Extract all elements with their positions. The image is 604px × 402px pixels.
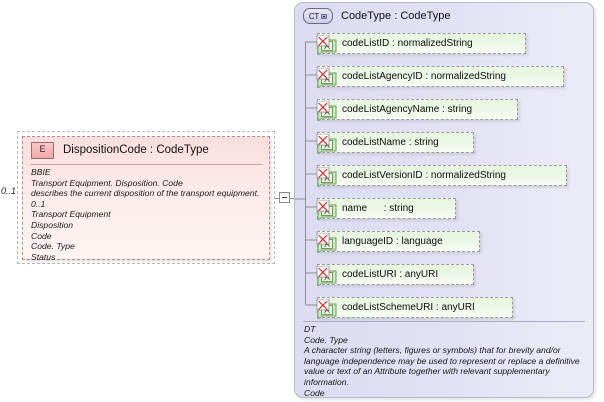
documentation-divider xyxy=(303,321,585,322)
element-box-dispositioncode[interactable]: E DispositionCode : CodeType BBIE Transp… xyxy=(22,136,270,262)
connector-line-left xyxy=(275,197,279,199)
attribute-optional-icon: A xyxy=(316,266,337,286)
element-divider xyxy=(30,164,262,165)
attribute-label: name : string xyxy=(342,203,414,214)
svg-text:A: A xyxy=(324,207,330,216)
attribute-label: codeListAgencyName : string xyxy=(342,104,473,115)
attribute-label: codeListAgencyID : normalizedString xyxy=(342,71,506,82)
svg-text:A: A xyxy=(324,141,330,150)
attribute-optional-icon: A xyxy=(316,35,337,55)
svg-text:A: A xyxy=(324,108,330,117)
attribute-optional-icon: A xyxy=(316,134,337,154)
svg-text:A: A xyxy=(324,42,330,51)
attribute-optional-icon: A xyxy=(316,200,337,220)
svg-text:A: A xyxy=(324,174,330,183)
attribute-optional-icon: A xyxy=(316,167,337,187)
attribute-label: codeListURI : anyURI xyxy=(342,269,439,280)
svg-text:A: A xyxy=(324,240,330,249)
attribute-label: languageID : language xyxy=(342,236,443,247)
attribute-label: codeListID : normalizedString xyxy=(342,38,473,49)
minus-icon xyxy=(321,13,328,19)
attribute-optional-icon: A xyxy=(316,299,337,319)
attribute-label: codeListVersionID : normalizedString xyxy=(342,170,506,181)
complextype-documentation: DT Code. Type A character string (letter… xyxy=(304,324,580,398)
complextype-badge-label: CT xyxy=(308,11,320,21)
svg-text:A: A xyxy=(324,273,330,282)
attribute-label: codeListName : string xyxy=(342,137,439,148)
complextype-header: CT CodeType : CodeType xyxy=(303,8,450,24)
element-documentation: BBIE Transport Equipment. Disposition. C… xyxy=(31,167,260,262)
element-cardinality-label: 0..1 xyxy=(1,186,17,196)
element-title: DispositionCode : CodeType xyxy=(63,144,209,156)
complextype-collapse-icon[interactable]: CT xyxy=(303,8,333,24)
complextype-title: CodeType : CodeType xyxy=(341,10,451,22)
attribute-optional-icon: A xyxy=(316,101,337,121)
svg-text:A: A xyxy=(324,75,330,84)
attribute-optional-icon: A xyxy=(316,233,337,253)
element-header: E DispositionCode : CodeType xyxy=(23,137,269,163)
svg-text:A: A xyxy=(324,306,330,315)
attribute-optional-icon: A xyxy=(316,68,337,88)
attribute-label: codeListSchemeURI : anyURI xyxy=(342,302,475,313)
element-badge-E-icon: E xyxy=(31,141,54,159)
minus-collapse-icon[interactable] xyxy=(279,192,290,203)
